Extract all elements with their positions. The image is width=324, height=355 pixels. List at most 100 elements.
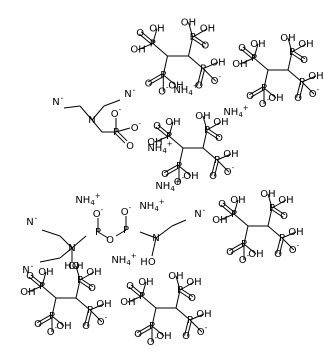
carbon-phosphorus-bond: [267, 225, 283, 239]
hydroxyl-group: OH: [130, 45, 145, 56]
nitrogen-radical: N: [124, 89, 131, 100]
phosphorus-oxygen-bond: [202, 68, 217, 82]
phosphoryl-double-bond: [138, 33, 153, 45]
phosphorus-atom: P: [214, 155, 220, 166]
oxide-oxygen: O-: [309, 86, 320, 100]
radical-dot: ·: [30, 262, 33, 273]
phosphoryl-double-bond: [292, 50, 306, 60]
phosphorus-atom: P: [231, 209, 237, 220]
oxide-oxygen: O-: [259, 96, 270, 110]
phosphoryl-oxygen: O: [188, 293, 196, 304]
phosphoryl-double-bond: [193, 35, 207, 45]
phosphorus-oxygen-bond: [216, 159, 230, 173]
radical-dot: ·: [60, 94, 63, 105]
hydroxyl-group: OH: [181, 17, 196, 28]
ammonium-ion: NH4+: [173, 82, 198, 97]
carbon-phosphorus-bond: [175, 307, 191, 321]
phosphorus-oxygen-bond: [162, 74, 177, 86]
phosphoryl-double-bond: [199, 68, 206, 86]
phosphoryl-double-bond: [230, 244, 245, 254]
charge-superscript: -: [129, 204, 132, 212]
hydroxyl-group: OH: [183, 171, 198, 182]
charge-superscript: -: [247, 252, 250, 260]
phosphorus-atom: P: [149, 321, 155, 332]
carbon-phosphorus-bond: [253, 57, 269, 71]
phosphorus-atom: P: [166, 131, 172, 142]
ethyl-bond: [63, 105, 81, 109]
tertiary-amine-nitrogen: N: [88, 115, 95, 126]
radical-dot: ·: [34, 214, 37, 225]
phosphoryl-double-bond: [80, 278, 94, 288]
hydroxyl-group: OH: [196, 309, 211, 320]
phosphorus-atom: P: [87, 305, 93, 316]
phosphoryl-double-bond: [116, 130, 128, 142]
ethyl-bond: [171, 219, 187, 227]
charge-superscript: -: [218, 73, 221, 81]
phosphoryl-double-bond: [278, 238, 284, 255]
phosphoryl-oxygen: O: [136, 28, 144, 39]
phosphoryl-double-bond: [276, 237, 282, 254]
phosphoryl-double-bond: [220, 204, 234, 216]
phosphoryl-double-bond: [178, 290, 192, 300]
phosphoryl-oxygen: O: [126, 141, 134, 152]
tertiary-amine-nitrogen: N: [152, 233, 159, 244]
phosphoryl-oxygen: O: [126, 281, 134, 292]
carbon-phosphorus-bond: [41, 285, 57, 299]
phosphorus-oxygen-bond: [267, 193, 273, 209]
phosphorus-atom: P: [200, 64, 206, 75]
ethyl-bond: [39, 257, 61, 263]
charge-superscript: -: [182, 174, 185, 182]
ammonium-ion: NH4+: [147, 140, 172, 155]
carbon-phosphorus-bond: [152, 43, 168, 57]
hydroxyl-group: OH: [223, 149, 238, 160]
phosphoryl-double-bond: [186, 320, 192, 337]
phosphorus-oxygen-bond: [216, 153, 232, 161]
phosphoryl-double-bond: [38, 316, 53, 326]
phosphoryl-oxygen: O: [34, 319, 42, 330]
carbon-phosphorus-bond: [202, 147, 218, 161]
oxide-oxygen: O-: [289, 242, 300, 256]
hydroxyl-group: OH: [232, 59, 247, 70]
phosphoryl-double-bond: [240, 48, 254, 60]
hydroxyl-group: OH: [56, 321, 71, 332]
phosphorus-oxygen-bond: [239, 57, 255, 65]
phosphorus-oxygen-bond: [41, 271, 47, 287]
phosphorus-oxygen-bond: [219, 213, 235, 221]
hydroxyl-group: OH: [260, 189, 275, 200]
phosphorus-atom: P: [176, 161, 182, 172]
ethyl-bond: [103, 99, 121, 107]
bridging-oxygen: O: [106, 235, 114, 246]
phosphorus-oxygen-bond: [151, 325, 165, 337]
carbon-phosphorus-bond: [178, 147, 184, 167]
phosphorus-oxygen-bond: [188, 22, 194, 38]
phosphorus-atom: P: [139, 291, 145, 302]
oxide-oxygen: O-: [97, 314, 108, 328]
ethyl-bond: [155, 225, 173, 239]
phosphorus-oxygen-bond: [154, 135, 170, 143]
phosphoryl-oxygen: O: [182, 331, 190, 342]
carbon-phosphorus-bond: [287, 69, 303, 83]
phosphorus-oxygen-bond: [141, 281, 147, 297]
phosphoryl-double-bond: [180, 288, 194, 298]
phosphorus-oxygen-bond: [27, 285, 43, 293]
carbon-phosphorus-bond: [233, 213, 249, 227]
phosphoryl-oxygen: O: [226, 247, 234, 258]
phosphoryl-double-bond: [86, 310, 92, 327]
carbon-phosphorus-bond: [141, 295, 157, 309]
phosphoryl-oxygen: O: [246, 91, 254, 102]
hydroxyl-group: OH: [268, 93, 283, 104]
phosphorus-atom: P: [187, 315, 193, 326]
phosphorus-oxygen-bond: [89, 303, 105, 311]
phosphorus-oxygen-bond: [301, 81, 315, 95]
phosphorus-oxygen-bond: [79, 271, 95, 281]
methylene-bond: [71, 235, 87, 249]
phosphorus-oxygen-bond: [301, 75, 317, 83]
ammonium-ion: NH4+: [111, 252, 136, 267]
carbon-phosphorus-bond: [51, 297, 57, 317]
phosphoryl-double-bond: [130, 284, 144, 296]
phosphoryl-oxygen: O: [209, 171, 217, 182]
phosphoryl-double-bond: [128, 286, 142, 298]
oxide-oxygen: O-: [211, 73, 222, 87]
